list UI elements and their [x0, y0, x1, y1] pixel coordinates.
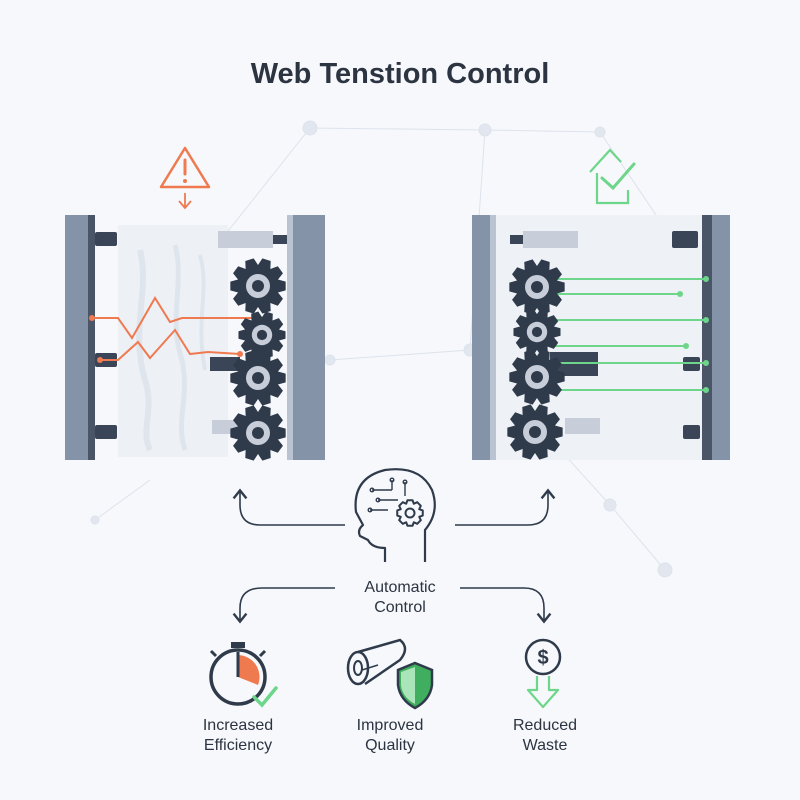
benefit-line1: Reduced — [512, 717, 578, 734]
dollar-down-arrow-icon: $ — [524, 638, 562, 709]
stopwatch-check-icon — [209, 642, 278, 708]
center-label: Automatic Control — [330, 578, 470, 618]
right-frame-post — [287, 215, 325, 460]
left-tension-panel-unstable — [65, 215, 325, 461]
benefit-line1: Increased — [202, 717, 274, 734]
center-label-line2: Control — [374, 599, 426, 616]
roll-shield-icon — [346, 638, 434, 710]
benefit-line2: Waste — [522, 737, 568, 754]
gear-icon — [230, 258, 286, 314]
gear-icon — [230, 350, 286, 406]
benefit-line2: Efficiency — [203, 737, 273, 754]
warning-triangle-icon — [159, 146, 211, 210]
center-label-line1: Automatic — [364, 579, 436, 596]
gear-icon — [507, 404, 563, 460]
gear-icon — [396, 499, 424, 527]
svg-text:$: $ — [537, 647, 548, 669]
benefit-line2: Quality — [365, 737, 415, 754]
page-title: Web Tenstion Control — [250, 58, 550, 90]
gear-icon — [509, 349, 565, 405]
gear-icon — [230, 405, 286, 461]
brain-gear-head-icon — [354, 468, 436, 562]
left-gears — [230, 258, 286, 461]
benefit-line1: Improved — [356, 717, 424, 734]
gear-icon — [238, 311, 286, 359]
unstable-tension-lines — [92, 296, 255, 361]
benefit-quality: Improved Quality — [320, 716, 460, 756]
benefit-efficiency: Increased Efficiency — [168, 716, 308, 756]
right-gears — [507, 259, 565, 460]
gear-icon — [513, 308, 561, 356]
house-check-icon — [589, 148, 636, 205]
benefit-waste: Reduced Waste — [475, 716, 615, 756]
flow-arrows — [232, 488, 556, 624]
right-tension-panel-stable — [472, 215, 730, 460]
gear-icon — [509, 259, 565, 315]
stable-tension-lines — [536, 278, 706, 391]
